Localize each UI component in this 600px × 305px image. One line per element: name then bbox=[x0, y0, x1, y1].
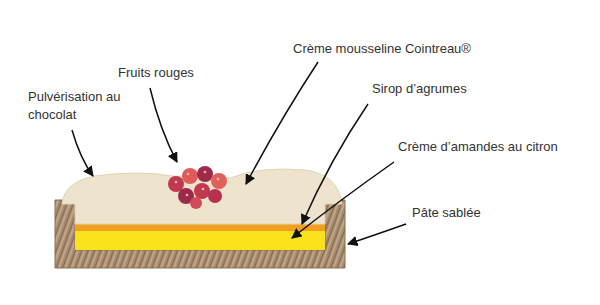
part-label: Pulvérisation au chocolat bbox=[28, 88, 128, 124]
leader-lines bbox=[72, 62, 406, 244]
leader-line bbox=[302, 104, 368, 224]
leader-line bbox=[292, 162, 394, 238]
almond-cream-layer bbox=[75, 230, 325, 250]
leader-line bbox=[246, 62, 318, 184]
part-label: Sirop d’agrumes bbox=[372, 80, 467, 98]
part-label: Fruits rouges bbox=[118, 64, 194, 82]
part-label: Pâte sablée bbox=[412, 204, 481, 222]
leader-line bbox=[348, 224, 406, 244]
part-label: Crème d’amandes au citron bbox=[398, 138, 558, 156]
leader-line bbox=[150, 88, 177, 162]
red-berries bbox=[168, 166, 227, 209]
leader-line bbox=[72, 130, 93, 176]
part-label: Crème mousseline Cointreau® bbox=[293, 40, 471, 58]
citrus-syrup-layer bbox=[75, 224, 325, 231]
